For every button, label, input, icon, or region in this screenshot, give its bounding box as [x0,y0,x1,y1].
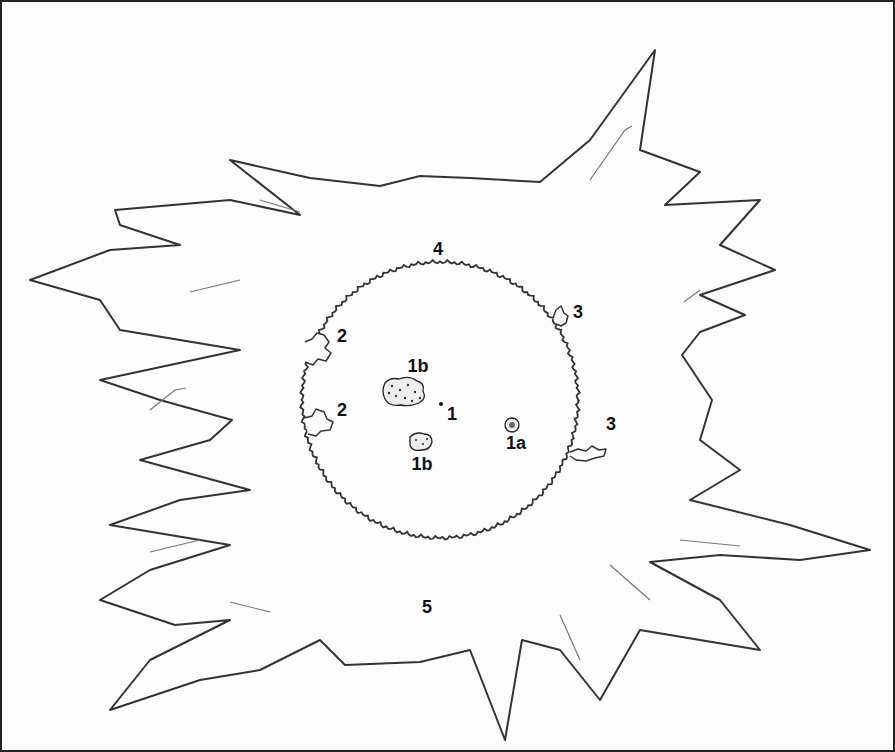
corona-streaks [150,126,740,660]
callout-number: 1 [445,405,459,423]
sunspot-dots [415,438,428,445]
corona-outline [30,50,870,740]
callout-number: 1b [405,357,430,375]
callout-number: 2 [335,327,349,345]
sunspots [383,377,519,450]
callout-number: 3 [571,303,585,321]
sunspot-small [439,402,443,406]
sunspot [505,418,519,432]
sun-disc [300,260,579,539]
sunspot-dots [388,384,421,402]
sunspot-group [410,433,432,450]
callout-number: 3 [604,415,618,433]
callout-number: 1a [504,434,528,452]
sunspot-umbra [509,422,515,428]
callout-number: 2 [335,401,349,419]
callout-number: 5 [420,598,434,616]
prominences [304,306,606,461]
callout-number: 4 [431,240,445,258]
callout-number: 1b [409,455,434,473]
sunspot-group [383,377,424,405]
